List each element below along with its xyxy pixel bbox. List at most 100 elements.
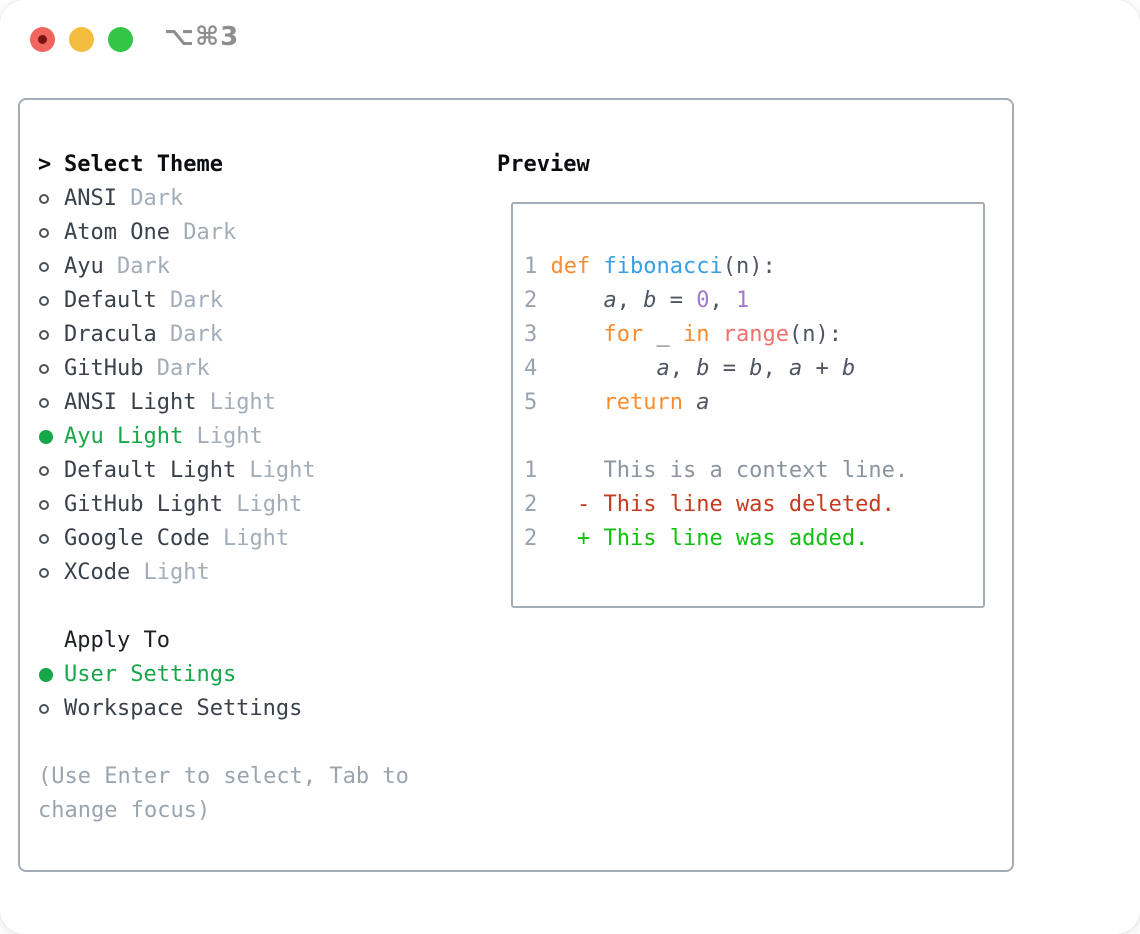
- code-token: b: [696, 356, 710, 381]
- line-number: 2: [524, 492, 551, 517]
- code-token: b: [841, 356, 856, 381]
- hint-text: (Use Enter to select, Tab to change focu…: [38, 764, 409, 823]
- radio-icon: [38, 500, 64, 510]
- code-token: [683, 390, 696, 415]
- theme-variant-label: Light: [209, 526, 290, 551]
- theme-variant-label: Light: [196, 390, 276, 415]
- preview-heading: Preview: [497, 152, 590, 177]
- code-token: fibonacci: [603, 254, 723, 279]
- theme-option-ayu[interactable]: Ayu Dark: [38, 250, 472, 284]
- code-line: 2 - This line was deleted.: [524, 488, 983, 522]
- window-title: ⌥⌘3: [164, 22, 240, 52]
- radio-icon: [38, 466, 64, 476]
- empty-circle-icon: [39, 568, 49, 578]
- theme-option-label: GitHub: [64, 356, 144, 381]
- maximize-button[interactable]: [108, 27, 133, 52]
- apply-option-label: Workspace Settings: [64, 696, 303, 721]
- code-token: range: [722, 322, 789, 347]
- titlebar: ⌥⌘3: [0, 0, 1140, 70]
- code-token: 1: [735, 288, 750, 313]
- code-token: [709, 322, 722, 347]
- empty-circle-icon: [39, 500, 49, 510]
- code-line: 4 a, b = b, a + b: [524, 352, 983, 386]
- code-token: 0: [696, 288, 710, 313]
- empty-circle-icon: [39, 228, 49, 238]
- line-number: 1: [524, 458, 551, 483]
- code-token: [551, 356, 657, 381]
- minimize-button[interactable]: [69, 27, 94, 52]
- radio-selected-icon: [38, 430, 64, 444]
- apply-option-workspace-settings[interactable]: Workspace Settings: [38, 692, 472, 726]
- theme-option-label: Dracula: [64, 322, 157, 347]
- select-theme-header-row: > Select Theme: [38, 148, 472, 182]
- code-token: +: [802, 356, 842, 381]
- empty-circle-icon: [39, 364, 49, 374]
- theme-option-github[interactable]: GitHub Dark: [38, 352, 472, 386]
- code-token: =: [656, 288, 697, 313]
- theme-option-google-code[interactable]: Google Code Light: [38, 522, 472, 556]
- code-token: [551, 526, 578, 551]
- code-token: b: [749, 356, 763, 381]
- line-number: 1: [524, 254, 551, 279]
- line-number: 2: [524, 526, 551, 551]
- code-line: 2 a, b = 0, 1: [524, 284, 983, 318]
- theme-option-ansi[interactable]: ANSI Dark: [38, 182, 472, 216]
- code-token: [590, 254, 603, 279]
- empty-circle-icon: [39, 466, 49, 476]
- theme-option-default-light[interactable]: Default Light Light: [38, 454, 472, 488]
- empty-circle-icon: [39, 262, 49, 272]
- code-token: [551, 458, 604, 483]
- code-token: [551, 492, 578, 517]
- theme-option-label: Google Code: [64, 526, 210, 551]
- radio-icon: [38, 398, 64, 408]
- apply-to-heading: Apply To: [64, 628, 170, 653]
- theme-variant-label: Dark: [143, 356, 210, 381]
- theme-option-ayu-light[interactable]: Ayu Light Light: [38, 420, 472, 454]
- radio-icon: [38, 296, 64, 306]
- line-number: 4: [524, 356, 551, 381]
- theme-option-ansi-light[interactable]: ANSI Light Light: [38, 386, 472, 420]
- theme-option-atom-one[interactable]: Atom One Dark: [38, 216, 472, 250]
- code-token: This is a context line.: [603, 458, 909, 483]
- theme-option-github-light[interactable]: GitHub Light Light: [38, 488, 472, 522]
- empty-circle-icon: [39, 704, 49, 714]
- code-token: + This line was added.: [577, 526, 869, 551]
- code-token: - This line was deleted.: [577, 492, 895, 517]
- theme-option-label: Ayu: [64, 254, 104, 279]
- theme-variant-label: Dark: [169, 220, 237, 245]
- theme-option-default[interactable]: Default Dark: [38, 284, 472, 318]
- code-token: (n):: [788, 322, 842, 347]
- theme-option-label: Ayu Light: [64, 424, 184, 449]
- apply-option-user-settings[interactable]: User Settings: [38, 658, 472, 692]
- code-token: a: [696, 390, 710, 415]
- close-button[interactable]: [30, 27, 55, 52]
- radio-icon: [38, 228, 64, 238]
- radio-selected-icon: [38, 668, 64, 682]
- radio-icon: [38, 364, 64, 374]
- code-token: ,: [709, 288, 736, 313]
- code-line: 3 for _ in range(n):: [524, 318, 983, 352]
- select-theme-heading: Select Theme: [64, 152, 223, 177]
- code-token: in: [682, 322, 710, 347]
- theme-variant-label: Light: [236, 458, 316, 483]
- code-token: a: [788, 356, 803, 381]
- empty-circle-icon: [39, 194, 49, 204]
- pointer-icon: >: [38, 152, 52, 177]
- theme-variant-label: Dark: [116, 186, 184, 211]
- empty-circle-icon: [39, 534, 49, 544]
- theme-option-xcode[interactable]: XCode Light: [38, 556, 472, 590]
- filled-circle-icon: [39, 668, 53, 682]
- line-number: 2: [524, 288, 551, 313]
- code-token: for: [603, 322, 644, 347]
- empty-circle-icon: [39, 330, 49, 340]
- empty-circle-icon: [39, 296, 49, 306]
- radio-icon: [38, 262, 64, 272]
- empty-circle-icon: [39, 398, 49, 408]
- theme-variant-label: Dark: [103, 254, 170, 279]
- theme-variant-label: Light: [183, 424, 263, 449]
- theme-option-dracula[interactable]: Dracula Dark: [38, 318, 472, 352]
